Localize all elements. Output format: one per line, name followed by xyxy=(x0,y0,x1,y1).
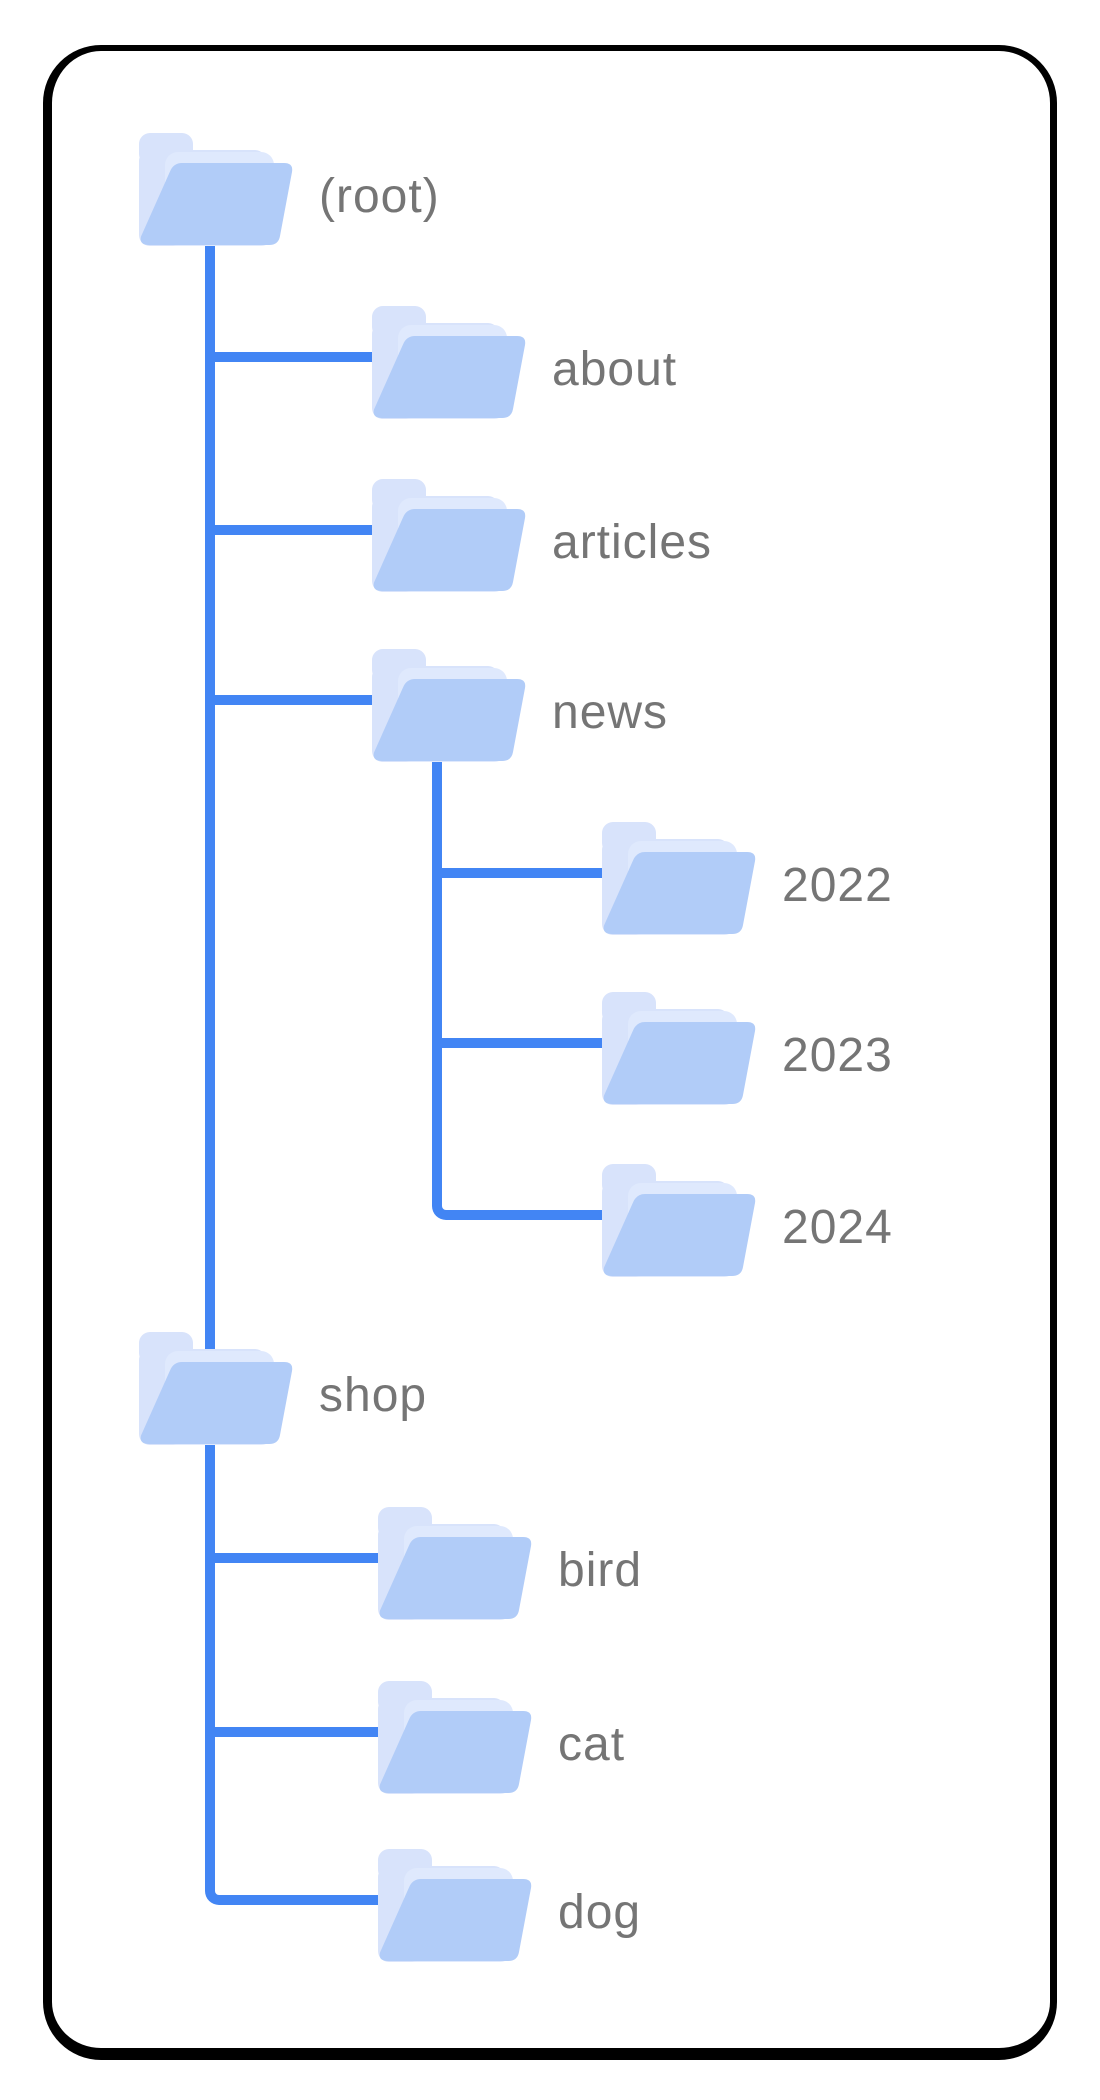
branch-cat-connector xyxy=(205,1727,415,1737)
tree-node-2023: 2023 xyxy=(602,992,893,1105)
tree-node-about: about xyxy=(372,306,677,419)
tree-node-2022: 2022 xyxy=(602,822,893,935)
folder-icon xyxy=(372,649,526,762)
branch-articles-connector xyxy=(205,525,405,535)
node-label-shop: shop xyxy=(319,1369,428,1422)
node-label-news: news xyxy=(552,686,669,739)
trunk-news-connector xyxy=(432,752,442,1047)
folder-icon xyxy=(372,479,526,592)
node-label-2024: 2024 xyxy=(782,1201,893,1254)
branch-news-connector xyxy=(205,695,405,705)
folder-icon xyxy=(378,1507,532,1620)
branch-about-connector xyxy=(205,352,405,362)
node-label-2023: 2023 xyxy=(782,1029,893,1082)
node-label-about: about xyxy=(552,343,678,396)
node-label-cat: cat xyxy=(558,1718,626,1771)
tree-node-dog: dog xyxy=(378,1849,641,1962)
folder-icon xyxy=(372,306,526,419)
tree-node-2024: 2024 xyxy=(602,1164,893,1277)
branch-2022-connector xyxy=(432,868,637,878)
tree-node-shop: shop xyxy=(139,1332,427,1445)
tree-node-articles: articles xyxy=(372,479,712,592)
folder-icon xyxy=(139,1332,293,1445)
folder-icon xyxy=(378,1681,532,1794)
tree-node-root: (root) xyxy=(139,133,440,246)
node-label-root: (root) xyxy=(319,170,440,223)
trunk-root-connector xyxy=(205,240,215,1730)
node-label-bird: bird xyxy=(558,1544,643,1597)
branch-2023-connector xyxy=(432,1038,637,1048)
folder-icon xyxy=(602,992,756,1105)
rounded-border-frame xyxy=(43,45,1057,2060)
folder-icon xyxy=(378,1849,532,1962)
tree-node-cat: cat xyxy=(378,1681,625,1794)
tree-node-news: news xyxy=(372,649,668,762)
tree-node-bird: bird xyxy=(378,1507,642,1620)
elbow-news-to-2024-connector xyxy=(432,1040,637,1220)
folder-icon xyxy=(602,822,756,935)
elbow-root-to-dog-connector xyxy=(205,1725,415,1905)
node-label-articles: articles xyxy=(552,516,713,569)
branch-bird-connector xyxy=(205,1553,415,1563)
node-label-2022: 2022 xyxy=(782,859,893,912)
node-label-dog: dog xyxy=(558,1886,642,1939)
folder-icon xyxy=(602,1164,756,1277)
folder-icon xyxy=(139,133,293,246)
